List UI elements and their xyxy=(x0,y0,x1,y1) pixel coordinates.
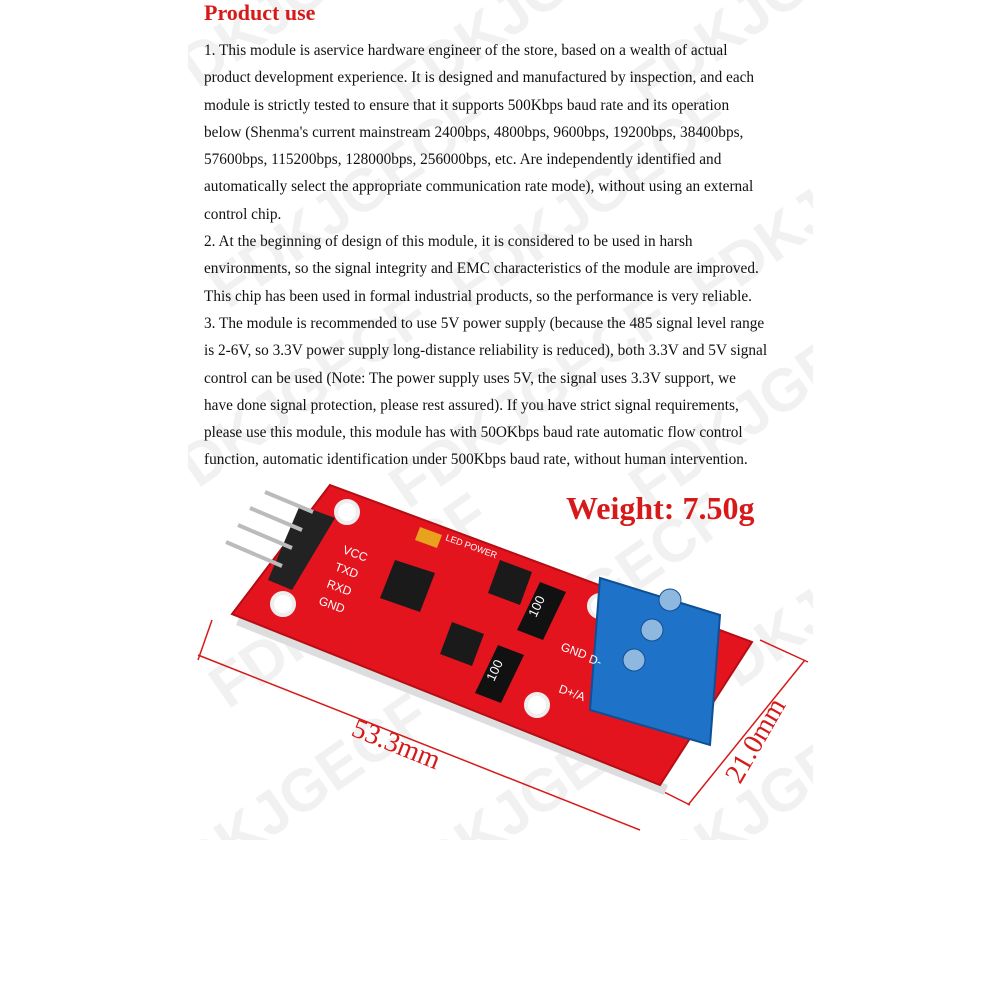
text-line: automatically select the appropriate com… xyxy=(204,178,754,196)
width-dimension-line xyxy=(687,659,806,806)
text-line: below (Shenma's current mainstream 2400b… xyxy=(204,123,744,141)
length-dimension-line xyxy=(197,654,641,831)
text-line: is 2-6V, so 3.3V power supply long-dista… xyxy=(204,342,768,360)
text-line: 2. At the beginning of design of this mo… xyxy=(204,233,693,251)
text-line: function, automatic identification under… xyxy=(204,451,748,469)
text-line: module is strictly tested to ensure that… xyxy=(204,96,730,114)
watermark-layer: FDKJGECFFDKJGECFFDKJGECFFDKJGECFFDKJGECF… xyxy=(188,0,813,840)
text-line: 1. This module is aservice hardware engi… xyxy=(204,42,728,59)
module-illustration: 100 100 VCC TXD RXD GND LED POWER GND D-… xyxy=(197,483,809,831)
width-label: 21.0mm xyxy=(719,693,792,789)
terminal-label-d-minus: D- xyxy=(587,652,604,669)
text-line: environments, so the signal integrity an… xyxy=(204,260,759,278)
section-title: Product use xyxy=(204,0,316,25)
text-line: 3. The module is recommended to use 5V p… xyxy=(204,314,765,332)
weight-label: Weight: 7.50g xyxy=(566,490,755,526)
text-line: please use this module, this module has … xyxy=(204,424,743,442)
text-line: This chip has been used in formal indust… xyxy=(204,287,752,305)
text-line: have done signal protection, please rest… xyxy=(204,396,739,414)
length-label: 53.3mm xyxy=(347,713,445,776)
text-line: 57600bps, 115200bps, 128000bps, 256000bp… xyxy=(204,151,722,169)
text-line: control can be used (Note: The power sup… xyxy=(204,369,736,387)
text-line: control chip. xyxy=(204,205,282,223)
pin-header xyxy=(268,505,335,590)
text-line: product development experience. It is de… xyxy=(204,69,755,87)
transceiver-chip xyxy=(380,560,435,612)
description-text: 1. This module is aservice hardware engi… xyxy=(204,37,813,474)
